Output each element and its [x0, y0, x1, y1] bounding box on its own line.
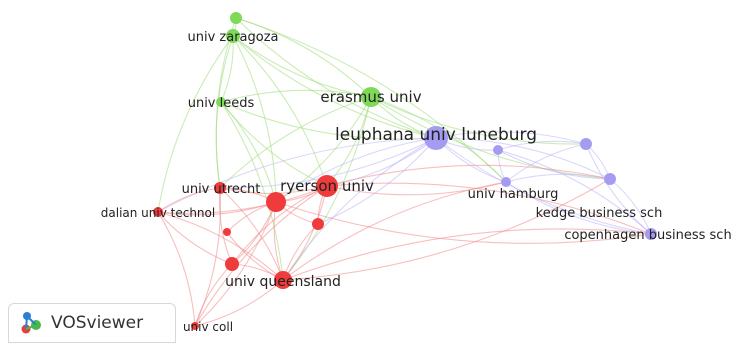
node-purple-a[interactable]: [493, 145, 503, 155]
link-erasmus_univ-univ_utrecht: [219, 96, 372, 189]
label-layer: univ zaragoza univ leeds erasmus univ leuph…: [101, 30, 732, 334]
link-univ_queensland-univ_coll: [194, 279, 284, 327]
link-univ_utrecht-univ_coll: [194, 187, 221, 327]
link-dalian-red_mid: [157, 211, 233, 265]
node-copenhagen[interactable]: [645, 228, 657, 240]
link-kedge-copenhagen: [609, 178, 652, 235]
node-univ-coll[interactable]: [191, 322, 199, 330]
link-ryerson-univ_coll: [194, 185, 328, 327]
link-purple_a-kedge: [497, 149, 611, 180]
link-erasmus_univ-univ_queensland: [282, 96, 372, 281]
link-leuphana-red_big: [275, 137, 437, 203]
link-purple_a-copenhagen: [497, 149, 652, 235]
node-label-dalian: dalian univ technol: [101, 206, 215, 220]
node-purple-b[interactable]: [580, 138, 592, 150]
link-erasmus_univ-purple_b: [370, 96, 587, 145]
link-univ_zaragoza-erasmus_univ: [232, 35, 372, 98]
link-leuphana-ryerson: [326, 137, 437, 187]
node-red-mid[interactable]: [225, 257, 239, 271]
node-univ-zaragoza-top[interactable]: [230, 12, 242, 24]
link-univ_utrecht-dalian: [157, 187, 221, 213]
node-label-ryerson: ryerson univ: [280, 177, 374, 195]
node-ryerson[interactable]: [316, 175, 338, 197]
link-leuphana-univ_queensland: [282, 137, 437, 281]
link-leuphana-red_small: [317, 137, 437, 225]
link-ryerson-copenhagen: [326, 182, 652, 235]
link-dalian-univ_queensland: [157, 211, 284, 281]
node-dalian[interactable]: [153, 207, 163, 217]
link-univ_queensland-copenhagen: [282, 228, 652, 281]
link-univ_queensland-univ_hamburg: [282, 181, 507, 281]
node-label-univ-zaragoza: univ zaragoza: [187, 30, 278, 45]
node-univ-queensland[interactable]: [274, 271, 292, 289]
node-red-left[interactable]: [223, 228, 231, 236]
link-ryerson-kedge: [326, 164, 611, 187]
link-univ_utrecht-univ_queensland: [219, 187, 284, 281]
node-univ-leeds[interactable]: [216, 97, 226, 107]
vosviewer-badge: VOSviewer: [8, 303, 176, 343]
node-label-univ-hamburg: univ hamburg: [468, 187, 559, 202]
link-red_big-univ_coll: [194, 201, 277, 327]
node-kedge[interactable]: [604, 173, 616, 185]
link-red_big-dalian: [157, 201, 277, 216]
link-univ_queensland-kedge: [282, 178, 611, 281]
link-univ_utrecht-red_mid: [218, 187, 233, 265]
link-univ_zaragoza-leuphana: [232, 35, 437, 139]
node-univ-utrecht[interactable]: [214, 182, 226, 194]
node-univ-hamburg[interactable]: [501, 177, 511, 187]
node-erasmus-univ[interactable]: [361, 87, 381, 107]
link-univ_leeds-red_big: [220, 101, 277, 203]
node-red-small[interactable]: [312, 218, 324, 230]
link-univ_zaragoza-red_big: [232, 35, 277, 203]
node-label-erasmus-univ: erasmus univ: [320, 88, 421, 106]
node-leuphana[interactable]: [424, 126, 448, 150]
link-univ_leeds-erasmus_univ: [220, 89, 372, 103]
vosviewer-logo-text: VOSviewer: [51, 313, 144, 333]
node-label-copenhagen: copenhagen business sch: [564, 228, 731, 243]
link-univ_leeds-univ_queensland: [220, 101, 284, 281]
link-purple_b-univ_hamburg: [505, 143, 587, 183]
node-univ-zaragoza[interactable]: [226, 29, 240, 43]
link-purple_a-purple_b: [497, 140, 587, 151]
link-purple_b-copenhagen: [585, 143, 652, 235]
node-label-univ-leeds: univ leeds: [188, 96, 255, 111]
node-label-univ-coll: univ coll: [183, 320, 233, 334]
link-leuphana-purple_b: [435, 131, 587, 145]
link-ryerson-dalian: [157, 185, 328, 214]
node-label-leuphana: leuphana univ luneburg: [335, 125, 537, 145]
node-red-big[interactable]: [266, 192, 286, 212]
node-layer: [153, 12, 657, 330]
node-label-univ-utrecht: univ utrecht: [182, 182, 261, 197]
link-ryerson-univ_hamburg: [326, 181, 507, 196]
link-univ_zaragoza_top-leuphana: [235, 17, 437, 139]
link-leuphana-kedge: [435, 137, 611, 180]
vosviewer-logo-icon: [21, 312, 41, 334]
node-label-univ-queensland: univ queensland: [225, 274, 341, 290]
link-red_big-copenhagen: [275, 201, 652, 244]
link-ryerson-univ_queensland: [282, 185, 328, 281]
link-dalian-univ_coll: [157, 211, 196, 327]
link-univ_zaragoza-dalian: [157, 35, 234, 213]
link-leuphana-dalian: [157, 137, 437, 213]
link-univ_hamburg-copenhagen: [505, 181, 652, 235]
node-label-kedge: kedge business sch: [536, 206, 663, 221]
